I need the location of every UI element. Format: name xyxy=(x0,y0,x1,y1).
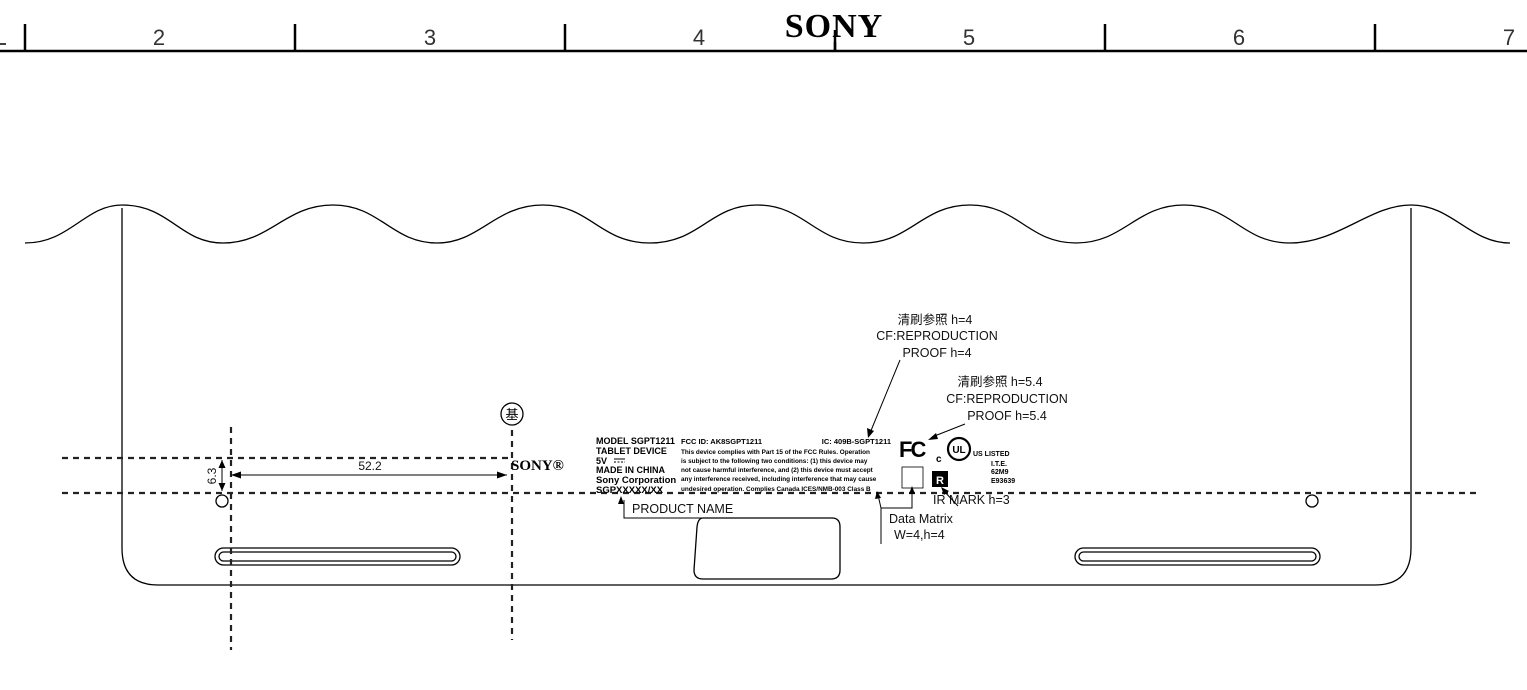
kanji-circle xyxy=(500,402,524,426)
arrow-icon xyxy=(928,433,938,440)
product-name-note: PRODUCT NAME xyxy=(632,502,733,516)
dimensions: 52.2 6.3 xyxy=(205,459,507,491)
product-label: SONY® MODEL SGPT1211 TABLET DEVICE 5V MA… xyxy=(511,436,1015,496)
ul-listed-text: US LISTED xyxy=(973,451,1010,458)
ruler-number: 6 xyxy=(1233,25,1245,50)
ruler-number: 7 xyxy=(1503,25,1515,50)
ul-logo-icon xyxy=(946,436,972,462)
ruler-number: 5 xyxy=(963,25,975,50)
fcc-statement-line: undesired operation. Complies Canada ICE… xyxy=(681,486,871,493)
arrow-icon xyxy=(941,487,949,495)
made-in-text: MADE IN CHINA xyxy=(596,465,665,475)
tablet-body xyxy=(121,208,1412,586)
ruler-number: 2 xyxy=(153,25,165,50)
arrow-icon xyxy=(497,471,507,479)
left-slot-inner xyxy=(218,551,457,562)
kanji-mark: 基 xyxy=(505,408,518,423)
right-slot-inner xyxy=(1078,551,1317,562)
fcc-statement-line: This device complies with Part 15 of the… xyxy=(681,449,870,456)
kanji-reference-mark: 基 xyxy=(500,402,524,426)
ruler-number: 3 xyxy=(424,25,436,50)
center-port xyxy=(693,517,841,580)
wavy-cut-line xyxy=(24,204,1511,244)
arrow-icon xyxy=(875,491,881,499)
arrow-icon xyxy=(218,460,226,468)
left-hole xyxy=(215,494,229,508)
reproduction-note-2-line3: PROOF h=5.4 xyxy=(967,409,1047,423)
right-hole xyxy=(1305,494,1319,508)
leader-line xyxy=(623,500,742,519)
left-slot xyxy=(214,547,461,566)
arrow-icon xyxy=(218,483,226,491)
reproduction-note-1-line2: CF:REPRODUCTION xyxy=(876,329,998,343)
ite-file-number: E93639 xyxy=(991,478,1015,485)
label-sony-logo: SONY® xyxy=(511,458,564,474)
fcc-id-text: FCC ID: AK8SGPT1211 xyxy=(681,437,762,446)
fcc-statement-line: is subject to the following two conditio… xyxy=(681,458,868,465)
model-text: MODEL SGPT1211 xyxy=(596,436,675,446)
ite-code: 62M9 xyxy=(991,469,1009,476)
ite-text: I.T.E. xyxy=(991,461,1007,468)
dimension-vertical-label: 6.3 xyxy=(205,467,219,484)
leader-line xyxy=(931,423,966,438)
ir-mark-note: IR MARK h=3 xyxy=(933,493,1010,507)
ruler-number: 4 xyxy=(693,25,705,50)
tablet-outline xyxy=(24,204,1511,586)
arrow-icon xyxy=(231,471,241,479)
fcc-statement-line: any interference received, including int… xyxy=(681,476,877,483)
sony-logo: SONY xyxy=(785,8,883,45)
company-text: Sony Corporation xyxy=(596,475,676,486)
ul-c-mark: c xyxy=(936,454,942,465)
reproduction-note-1-line3: PROOF h=4 xyxy=(902,346,971,360)
reference-lines xyxy=(62,427,1478,650)
right-slot xyxy=(1074,547,1321,566)
ir-mark-icon xyxy=(932,471,948,487)
ir-mark-symbol: R xyxy=(936,475,944,487)
annotations: 清刷参照 h=4 CF:REPRODUCTION PROOF h=4 清刷参照 … xyxy=(618,312,1068,544)
reproduction-note-2-line1: 清刷参照 h=5.4 xyxy=(957,374,1042,389)
top-ruler: 2 3 4 5 6 7 SONY xyxy=(0,8,1527,53)
product-code-text: SGPXXXXX/XX xyxy=(596,485,664,496)
dimension-horizontal-label: 52.2 xyxy=(358,459,382,473)
data-matrix-box xyxy=(901,466,924,489)
leader-line xyxy=(880,490,913,544)
fcc-statement-line: not cause harmful interference, and (2) … xyxy=(681,467,874,474)
arrow-icon xyxy=(909,486,915,494)
reproduction-note-2-line2: CF:REPRODUCTION xyxy=(946,392,1068,406)
fcc-logo-icon: FC xyxy=(899,437,926,462)
voltage-text: 5V xyxy=(596,456,607,466)
data-matrix-note-line1: Data Matrix xyxy=(889,512,954,526)
leader-line xyxy=(869,359,901,434)
data-matrix-note-line2: W=4,h=4 xyxy=(894,528,945,542)
ul-logo-text: UL xyxy=(952,445,965,456)
reproduction-note-1-line1: 清刷参照 h=4 xyxy=(898,312,973,327)
ic-text: IC: 409B-SGPT1211 xyxy=(822,437,891,446)
device-text: TABLET DEVICE xyxy=(596,446,667,456)
arrow-icon xyxy=(867,428,874,438)
arrow-icon xyxy=(618,496,624,504)
